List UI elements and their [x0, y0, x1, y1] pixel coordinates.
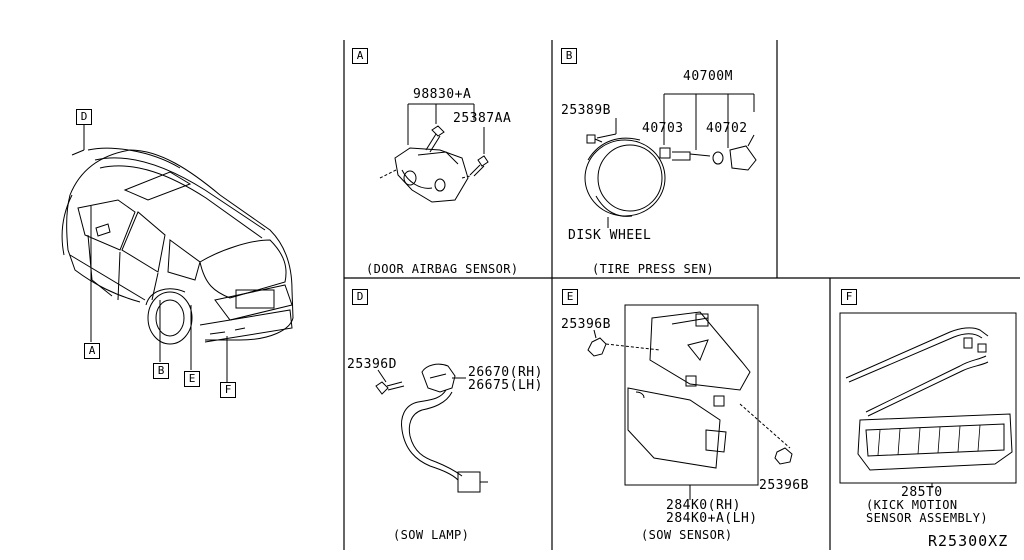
panel-tag-b: B — [561, 48, 577, 64]
panel-tag-a: A — [352, 48, 368, 64]
disk-wheel-label: DISK WHEEL — [568, 228, 652, 243]
kick-motion-sensor-drawing — [839, 312, 1017, 488]
panel-f-caption-line1: (KICK MOTION — [866, 498, 958, 512]
panel-d-caption: (SOW LAMP) — [393, 528, 470, 542]
panel-tag-f: F — [841, 289, 857, 305]
part-number-98830-a[interactable]: 98830+A — [413, 87, 472, 102]
panel-a-caption: (DOOR AIRBAG SENSOR) — [366, 262, 519, 276]
diagram-code: R25300XZ — [928, 532, 1009, 550]
part-number-284k0-a-lh[interactable]: 284K0+A(LH) — [666, 511, 758, 526]
callout-tag-f[interactable]: F — [220, 382, 236, 398]
part-number-25396b-upper[interactable]: 25396B — [561, 317, 611, 332]
part-number-40702[interactable]: 40702 — [706, 121, 748, 136]
door-airbag-sensor-drawing — [379, 103, 489, 203]
callout-tag-d[interactable]: D — [76, 109, 92, 125]
callout-tag-b[interactable]: B — [153, 363, 169, 379]
callout-tag-a[interactable]: A — [84, 343, 100, 359]
panel-b-caption: (TIRE PRESS SEN) — [592, 262, 714, 276]
panel-f-caption-line2: SENSOR ASSEMBLY) — [866, 511, 988, 525]
tire-pressure-drawing — [584, 93, 757, 228]
sow-sensor-drawing — [587, 304, 793, 500]
part-number-25389b[interactable]: 25389B — [561, 103, 611, 118]
part-number-26675-lh[interactable]: 26675(LH) — [468, 378, 543, 393]
callout-tag-e[interactable]: E — [184, 371, 200, 387]
part-number-40700m[interactable]: 40700M — [683, 69, 733, 84]
part-number-284k0-rh[interactable]: 284K0(RH) — [666, 498, 741, 513]
panel-tag-d: D — [352, 289, 368, 305]
panel-tag-e: E — [562, 289, 578, 305]
part-number-40703[interactable]: 40703 — [642, 121, 684, 136]
panel-e-caption: (SOW SENSOR) — [641, 528, 733, 542]
part-number-285t0[interactable]: 285T0 — [901, 485, 943, 500]
sow-lamp-drawing — [375, 363, 488, 493]
part-number-25387aa[interactable]: 25387AA — [453, 111, 512, 126]
part-number-25396d[interactable]: 25396D — [347, 357, 397, 372]
panel-grid — [343, 40, 1020, 550]
part-number-26670-rh[interactable]: 26670(RH) — [468, 365, 543, 380]
vehicle-drawing — [61, 125, 294, 382]
part-number-25396b-lower[interactable]: 25396B — [759, 478, 809, 493]
